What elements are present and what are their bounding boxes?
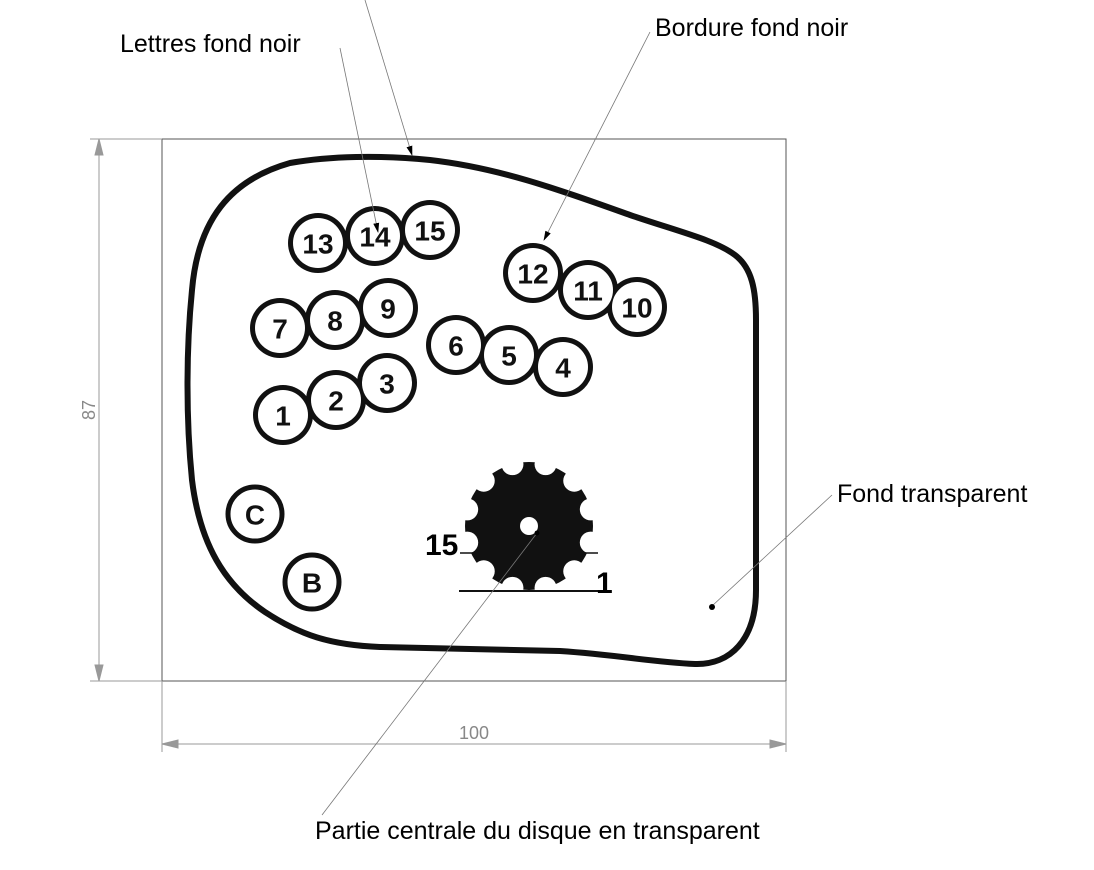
bubble-number: 14 <box>359 222 391 253</box>
plate-outline <box>161 138 787 682</box>
disc-label-15: 15 <box>425 529 458 562</box>
bubble-fill <box>508 248 558 298</box>
bubble-group: 6 5 4 <box>426 315 593 397</box>
bubble-group: 13 14 15 <box>288 200 460 273</box>
disc-label-1: 1 <box>596 567 613 600</box>
bubble-number: 2 <box>328 386 344 417</box>
bubble-number: 8 <box>327 306 343 337</box>
bubble-number: 6 <box>448 331 464 362</box>
bubble-number: 9 <box>380 294 396 325</box>
bubble-fill <box>255 303 305 353</box>
bubble-b: B <box>282 552 342 612</box>
bubble-fill <box>350 211 400 261</box>
label-border: Bordure fond noir <box>655 14 848 42</box>
bubble-fill <box>362 358 412 408</box>
leader-lines <box>321 0 833 816</box>
bubble-fill <box>612 282 662 332</box>
bubble-fill <box>563 265 613 315</box>
bubble-fill <box>258 390 308 440</box>
bubble-fill <box>431 320 481 370</box>
bubble-number: 13 <box>302 229 333 260</box>
bubble-b-label: B <box>302 568 322 599</box>
outer-border <box>184 153 759 668</box>
bubble-number: 5 <box>501 341 517 372</box>
fond-dot <box>709 604 715 610</box>
dimension-height <box>90 138 162 682</box>
bubble-number: 7 <box>272 314 288 345</box>
label-letters: Lettres fond noir <box>120 30 301 58</box>
bubble-fill <box>311 375 361 425</box>
bubble-number: 4 <box>555 353 571 384</box>
dimension-width-label: 100 <box>459 723 489 743</box>
label-background: Fond transparent <box>837 480 1027 508</box>
bubble-c-label: C <box>245 500 265 531</box>
bubble-fill <box>405 205 455 255</box>
bubble-fill <box>538 342 588 392</box>
dimension-height-label: 87 <box>79 400 99 420</box>
bubble-fill <box>484 330 534 380</box>
label-center: Partie centrale du disque en transparent <box>315 817 760 845</box>
bubble-c: C <box>225 484 285 544</box>
bubble-number: 11 <box>573 276 603 307</box>
bubble-fill <box>293 218 343 268</box>
bubble-number: 1 <box>275 401 291 432</box>
bubble-number: 3 <box>379 369 395 400</box>
bubble-number: 10 <box>621 293 652 324</box>
bubble-group: 7 8 9 <box>250 278 418 358</box>
bubble-fill <box>363 283 413 333</box>
bubble-group: 12 11 10 <box>503 243 667 337</box>
dimension-width <box>161 681 787 752</box>
bubble-number: 15 <box>414 216 445 247</box>
center-dot <box>534 530 540 536</box>
bubble-number: 12 <box>517 259 548 290</box>
disc-gear <box>465 462 593 590</box>
bubble-fill <box>310 295 360 345</box>
bubble-group: 1 2 3 <box>253 353 417 445</box>
